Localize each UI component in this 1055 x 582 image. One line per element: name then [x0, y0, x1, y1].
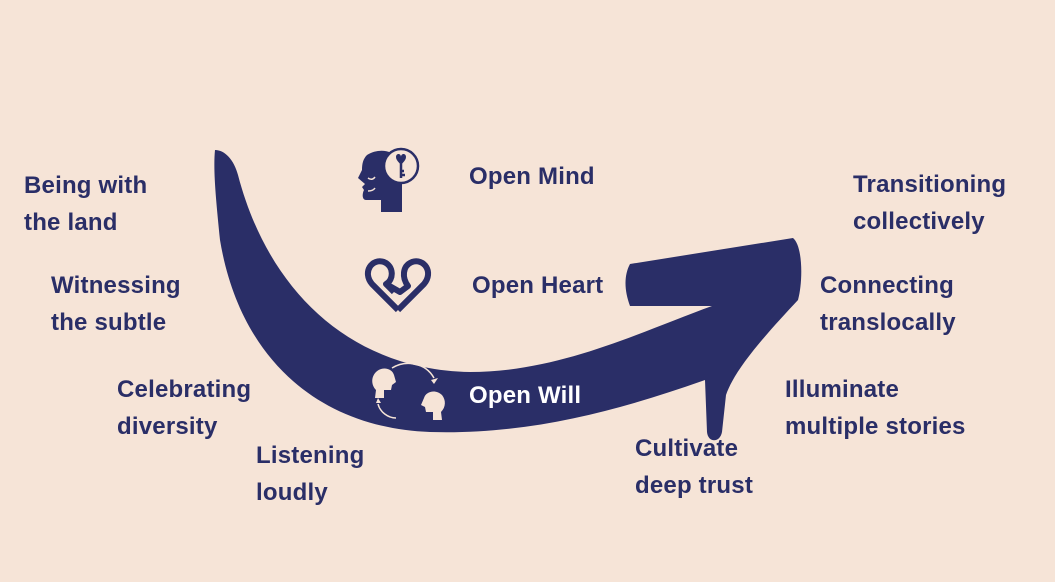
heart-loop-icon — [364, 258, 432, 313]
label-being-with-the-land: Being with the land — [24, 167, 147, 241]
label-illuminate-multiple-stories: Illuminate multiple stories — [785, 371, 966, 445]
label-celebrating-diversity: Celebrating diversity — [117, 371, 251, 445]
open-heart-label: Open Heart — [472, 267, 603, 304]
label-line: Listening — [256, 442, 365, 469]
label-line: Being with — [24, 172, 148, 199]
label-line: loudly — [256, 479, 328, 506]
label-line: Connecting — [820, 272, 954, 299]
open-will-text: Open Will — [469, 382, 582, 409]
head-key-icon — [358, 147, 420, 212]
open-will-label: Open Will — [469, 377, 581, 414]
label-cultivate-deep-trust: Cultivate deep trust — [635, 430, 753, 504]
two-heads-cycle-icon — [372, 362, 445, 420]
label-line: collectively — [853, 208, 985, 235]
label-line: translocally — [820, 309, 956, 336]
label-line: diversity — [117, 413, 218, 440]
label-witnessing-the-subtle: Witnessing the subtle — [51, 267, 181, 341]
label-line: the subtle — [51, 309, 167, 336]
open-heart-text: Open Heart — [472, 272, 604, 299]
u-arrow-icon — [214, 150, 802, 441]
label-line: Transitioning — [853, 171, 1007, 198]
label-line: Witnessing — [51, 272, 181, 299]
label-line: multiple stories — [785, 413, 966, 440]
open-mind-text: Open Mind — [469, 163, 595, 190]
label-line: Illuminate — [785, 376, 900, 403]
label-line: the land — [24, 209, 118, 236]
label-listening-loudly: Listening loudly — [256, 437, 364, 511]
label-line: Cultivate — [635, 435, 739, 462]
label-connecting-translocally: Connecting translocally — [820, 267, 956, 341]
open-mind-label: Open Mind — [469, 158, 595, 195]
label-line: Celebrating — [117, 376, 252, 403]
label-line: deep trust — [635, 472, 754, 499]
label-transitioning-collectively: Transitioning collectively — [853, 166, 1006, 240]
